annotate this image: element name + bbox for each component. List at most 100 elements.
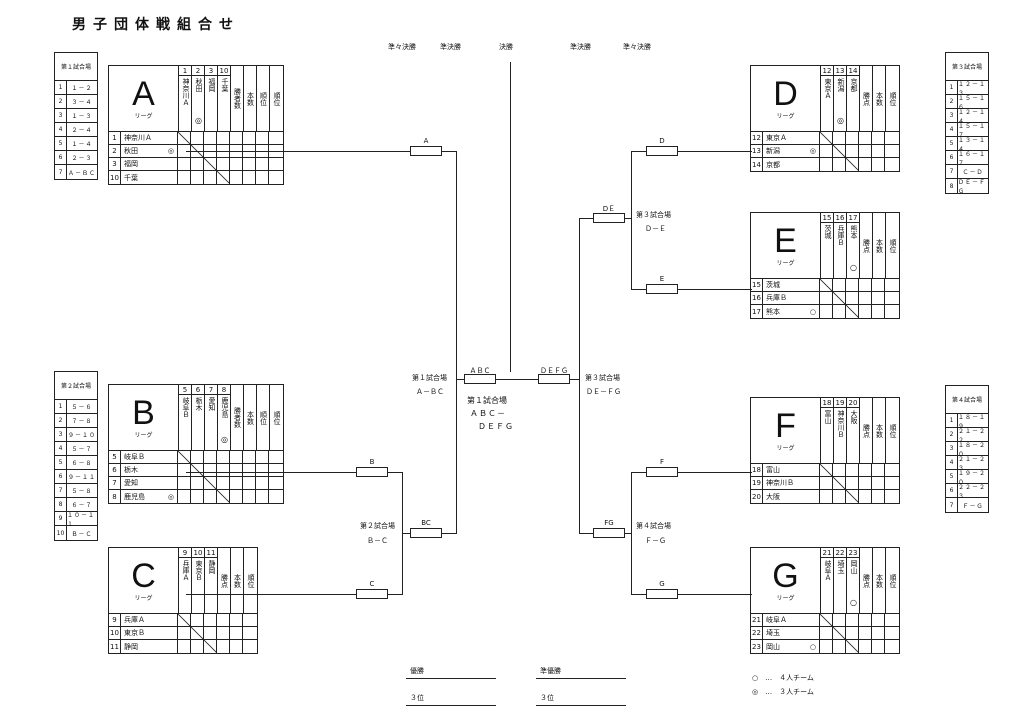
score-cell[interactable] [846, 490, 859, 503]
stat-cell[interactable] [230, 490, 243, 503]
stat-cell[interactable] [243, 627, 256, 639]
score-cell[interactable] [846, 627, 859, 639]
score-cell[interactable] [833, 477, 846, 490]
score-cell[interactable] [820, 627, 833, 639]
score-cell[interactable] [217, 171, 230, 184]
stat-cell[interactable] [269, 490, 282, 503]
stat-cell[interactable] [859, 292, 872, 304]
score-cell[interactable] [191, 627, 204, 640]
stat-cell[interactable] [243, 464, 256, 476]
score-cell[interactable] [204, 490, 217, 503]
stat-cell[interactable] [230, 132, 243, 144]
score-cell[interactable] [217, 451, 230, 463]
stat-cell[interactable] [243, 171, 256, 184]
stat-cell[interactable] [859, 464, 872, 476]
stat-cell[interactable] [230, 614, 243, 626]
stat-cell[interactable] [872, 132, 885, 144]
score-cell[interactable] [846, 145, 859, 157]
stat-cell[interactable] [872, 158, 885, 171]
stat-cell[interactable] [269, 477, 282, 489]
score-cell[interactable] [820, 279, 833, 292]
match-box-b[interactable] [356, 467, 388, 477]
stat-cell[interactable] [885, 158, 898, 171]
stat-cell[interactable] [872, 279, 885, 291]
score-cell[interactable] [204, 640, 217, 653]
score-cell[interactable] [178, 132, 191, 145]
stat-cell[interactable] [217, 627, 230, 639]
stat-cell[interactable] [859, 490, 872, 503]
stat-cell[interactable] [269, 158, 282, 170]
stat-cell[interactable] [256, 477, 269, 489]
stat-cell[interactable] [885, 627, 898, 639]
score-cell[interactable] [820, 145, 833, 157]
stat-cell[interactable] [885, 490, 898, 503]
score-cell[interactable] [846, 464, 859, 476]
stat-cell[interactable] [859, 627, 872, 639]
stat-cell[interactable] [243, 477, 256, 489]
match-box-c[interactable] [356, 589, 388, 599]
score-cell[interactable] [846, 305, 859, 318]
stat-cell[interactable] [243, 490, 256, 503]
stat-cell[interactable] [269, 132, 282, 144]
stat-cell[interactable] [872, 640, 885, 653]
stat-cell[interactable] [859, 640, 872, 653]
score-cell[interactable] [178, 171, 191, 184]
stat-cell[interactable] [243, 132, 256, 144]
score-cell[interactable] [191, 464, 204, 477]
score-cell[interactable] [820, 490, 833, 503]
stat-cell[interactable] [269, 464, 282, 476]
stat-cell[interactable] [217, 614, 230, 626]
stat-cell[interactable] [243, 614, 256, 626]
stat-cell[interactable] [859, 145, 872, 157]
result-runner-line[interactable] [536, 678, 626, 679]
stat-cell[interactable] [269, 171, 282, 184]
match-box-fg[interactable] [593, 528, 625, 538]
score-cell[interactable] [178, 158, 191, 170]
score-cell[interactable] [204, 158, 217, 171]
score-cell[interactable] [833, 627, 846, 640]
score-cell[interactable] [217, 132, 230, 144]
score-cell[interactable] [820, 477, 833, 489]
match-box-bc[interactable] [410, 528, 442, 538]
score-cell[interactable] [833, 305, 846, 318]
stat-cell[interactable] [230, 171, 243, 184]
stat-cell[interactable] [243, 451, 256, 463]
score-cell[interactable] [833, 292, 846, 305]
score-cell[interactable] [846, 640, 859, 653]
score-cell[interactable] [191, 171, 204, 184]
score-cell[interactable] [191, 490, 204, 503]
score-cell[interactable] [204, 132, 217, 144]
score-cell[interactable] [833, 464, 846, 476]
score-cell[interactable] [217, 464, 230, 476]
score-cell[interactable] [820, 292, 833, 304]
stat-cell[interactable] [885, 292, 898, 304]
stat-cell[interactable] [859, 614, 872, 626]
score-cell[interactable] [846, 279, 859, 291]
score-cell[interactable] [191, 132, 204, 144]
score-cell[interactable] [833, 158, 846, 171]
result-third2-line[interactable] [536, 705, 626, 706]
score-cell[interactable] [846, 132, 859, 144]
score-cell[interactable] [820, 464, 833, 477]
score-cell[interactable] [191, 614, 204, 626]
score-cell[interactable] [833, 640, 846, 653]
match-box-f[interactable] [646, 467, 678, 477]
score-cell[interactable] [833, 279, 846, 291]
score-cell[interactable] [820, 614, 833, 627]
score-cell[interactable] [217, 158, 230, 170]
stat-cell[interactable] [859, 305, 872, 318]
stat-cell[interactable] [885, 640, 898, 653]
stat-cell[interactable] [256, 464, 269, 476]
score-cell[interactable] [178, 477, 191, 489]
score-cell[interactable] [191, 640, 204, 653]
score-cell[interactable] [178, 614, 191, 627]
stat-cell[interactable] [872, 490, 885, 503]
result-third1-line[interactable] [406, 705, 496, 706]
stat-cell[interactable] [230, 627, 243, 639]
score-cell[interactable] [178, 640, 191, 653]
score-cell[interactable] [846, 158, 859, 171]
score-cell[interactable] [178, 451, 191, 464]
score-cell[interactable] [178, 490, 191, 503]
match-box-e[interactable] [646, 284, 678, 294]
stat-cell[interactable] [256, 490, 269, 503]
